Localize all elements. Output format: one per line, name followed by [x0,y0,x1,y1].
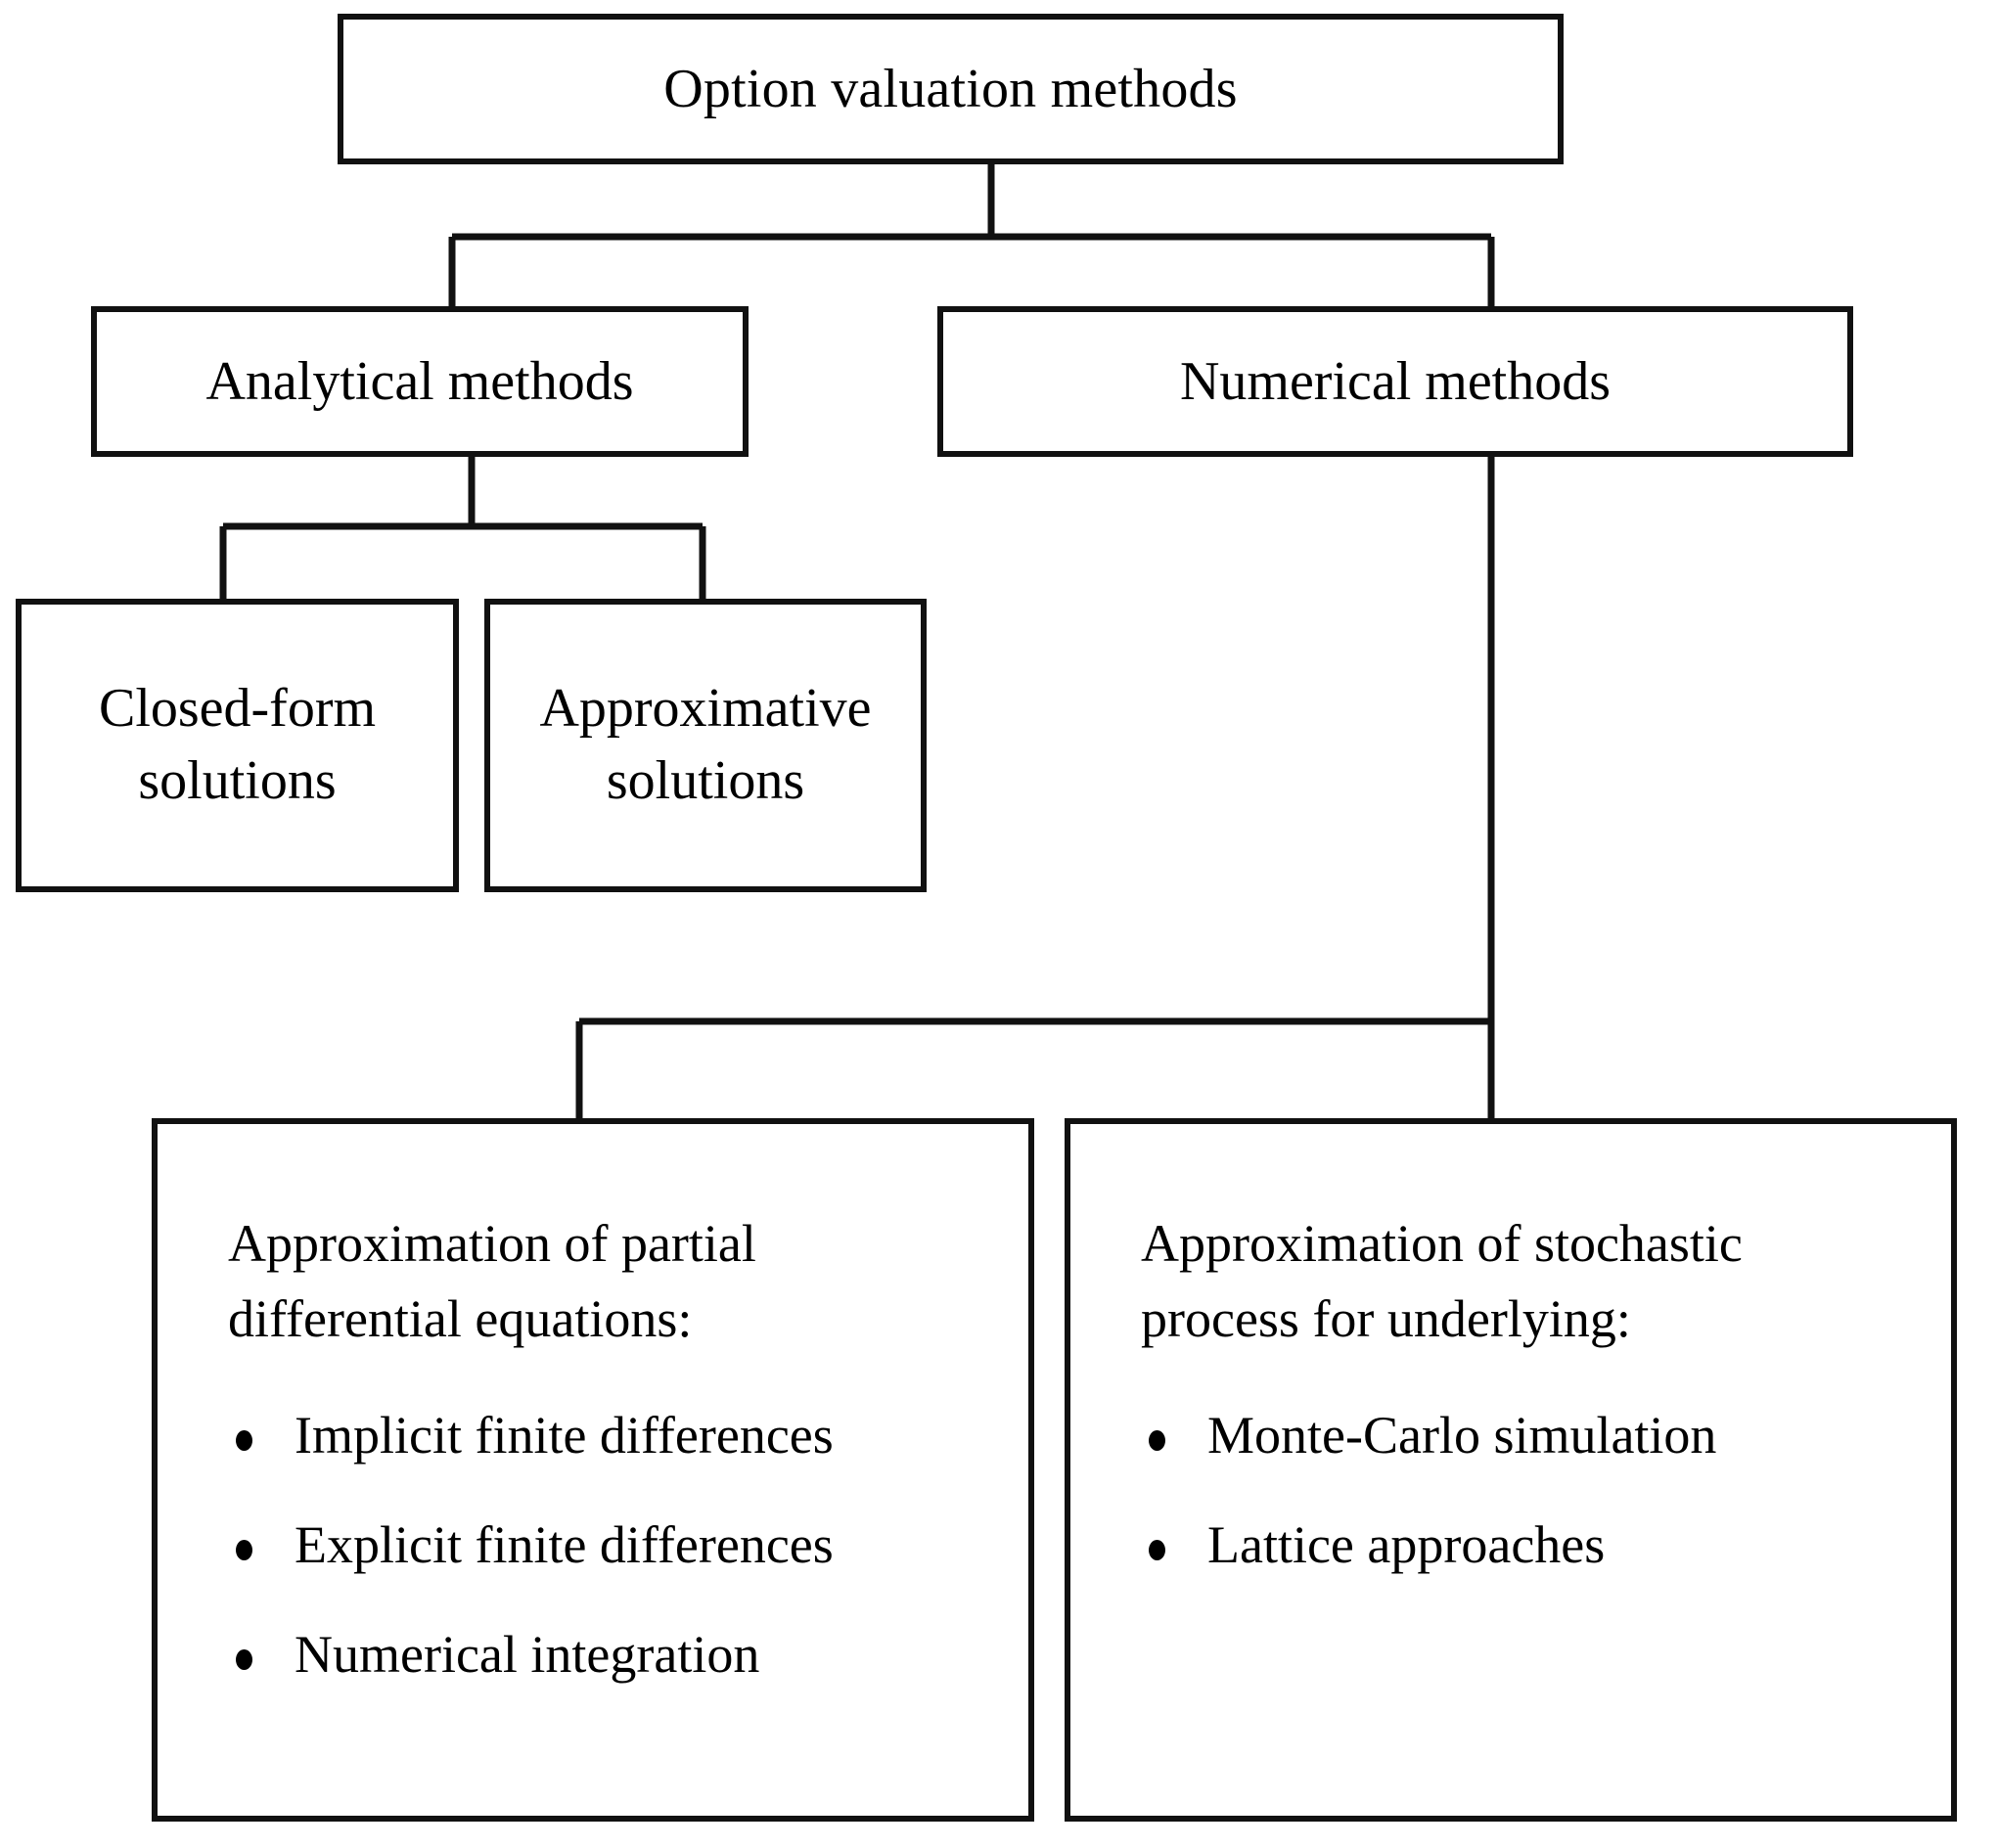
bullet-list-stochastic: Monte-Carlo simulation Lattice approache… [1070,1409,1716,1628]
node-label-numerical: Numerical methods [1179,350,1612,412]
bullet-dot-icon [1149,1540,1165,1561]
node-analytical-methods[interactable]: Analytical methods [91,306,749,457]
bullet-dot-icon [236,1540,252,1561]
node-label-closed-form: Closed-form solutions [98,678,377,811]
list-item-label: Implicit finite differences [295,1406,834,1465]
list-item-label: Explicit finite differences [295,1515,834,1575]
node-label-analytical: Analytical methods [205,350,634,412]
node-label-root: Option valuation methods [663,58,1238,119]
node-stochastic-approximation[interactable]: Approximation of stochastic process for … [1065,1118,1957,1822]
node-heading-stochastic: Approximation of stochastic process for … [1141,1214,1743,1348]
bullet-list-pde: Implicit finite differences Explicit fin… [158,1409,834,1737]
node-option-valuation-methods[interactable]: Option valuation methods [338,14,1564,164]
list-item: Monte-Carlo simulation [1147,1409,1716,1462]
list-item-label: Lattice approaches [1207,1515,1606,1575]
node-numerical-methods[interactable]: Numerical methods [937,306,1853,457]
bullet-dot-icon [1149,1430,1165,1452]
list-item-label: Numerical integration [295,1625,760,1685]
node-label-approximative: Approximative solutions [539,678,872,811]
list-item: Lattice approaches [1147,1518,1716,1571]
list-item-label: Monte-Carlo simulation [1207,1406,1717,1465]
bullet-dot-icon [236,1649,252,1671]
node-approximative-solutions[interactable]: Approximative solutions [484,599,927,892]
node-closed-form-solutions[interactable]: Closed-form solutions [16,599,459,892]
list-item: Explicit finite differences [234,1518,834,1571]
list-item: Numerical integration [234,1628,834,1681]
node-heading-pde: Approximation of partial differential eq… [228,1214,756,1348]
node-pde-approximation[interactable]: Approximation of partial differential eq… [152,1118,1034,1822]
bullet-dot-icon [236,1430,252,1452]
list-item: Implicit finite differences [234,1409,834,1462]
